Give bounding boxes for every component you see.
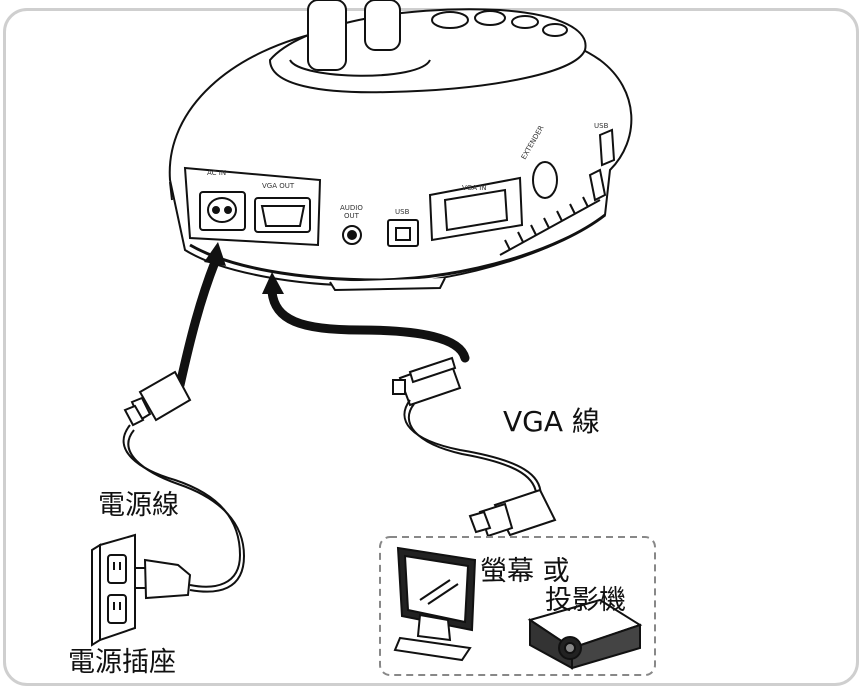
- power-arrow: [175, 257, 220, 390]
- monitor-or-label: 螢幕 或: [480, 556, 570, 587]
- vga-cable-label: VGA 線: [503, 405, 600, 438]
- vga-out-label: VGA OUT: [262, 182, 295, 190]
- document-camera-base: [168, 0, 633, 292]
- power-outlet-label: 電源插座: [68, 647, 176, 678]
- power-cable: [122, 370, 246, 600]
- vga-arrow: [267, 287, 470, 363]
- audio-out-label-2: OUT: [344, 212, 360, 220]
- wall-outlet: [91, 533, 136, 647]
- power-arrowhead: [204, 242, 226, 266]
- usb-label: USB: [395, 208, 410, 216]
- projector-label: 投影機: [545, 585, 626, 616]
- vent-ridges: [504, 196, 589, 251]
- vga-in-label: VGA IN: [462, 184, 487, 192]
- vga-cable: [392, 356, 557, 538]
- usb-side-label: USB: [594, 122, 609, 130]
- monitor: [393, 546, 477, 662]
- vga-arrowhead: [262, 272, 284, 294]
- ac-in-label: AC IN: [207, 169, 226, 177]
- power-cable-label: 電源線: [98, 490, 179, 521]
- display-device-box: [379, 536, 656, 676]
- projector: [527, 598, 643, 670]
- audio-out-label-1: AUDIO: [340, 204, 363, 212]
